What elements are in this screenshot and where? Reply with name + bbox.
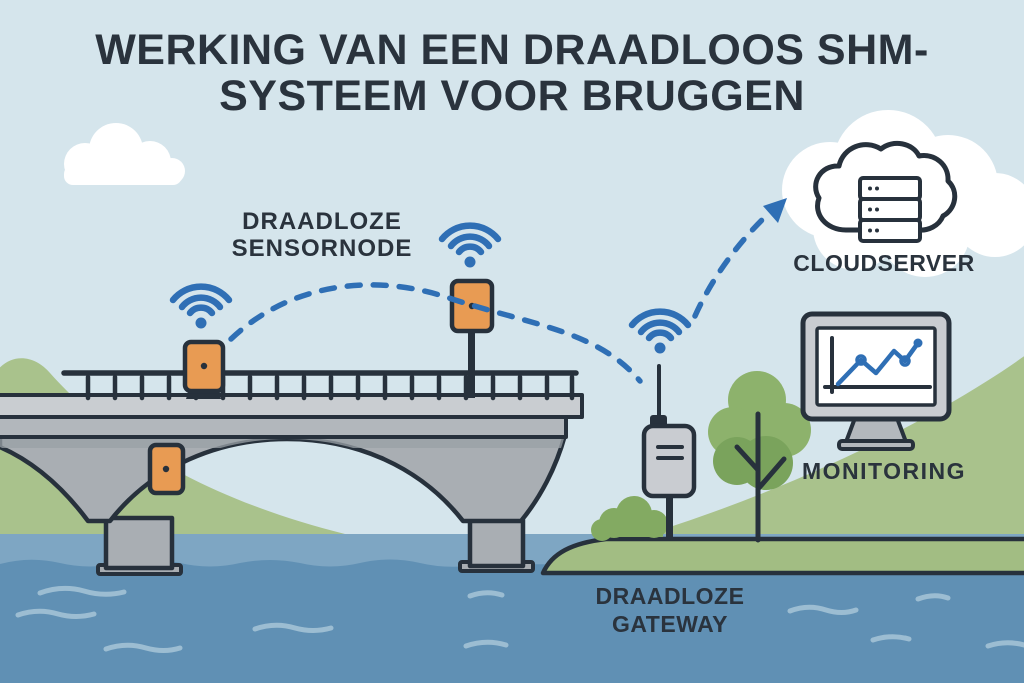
label-gateway: DRAADLOZE GATEWAY (595, 583, 745, 637)
bridge-deck (0, 393, 584, 419)
bush-icon (591, 496, 668, 541)
bridge-deck-lower (0, 414, 568, 439)
cloud-server-icon (813, 140, 958, 243)
gateway-device-icon (641, 364, 697, 540)
bridge-arches (0, 432, 568, 524)
bridge-railing (61, 370, 579, 401)
tree-icon (708, 371, 811, 543)
pier-footing (467, 517, 526, 569)
wifi-icon (632, 312, 688, 354)
bridge-illustration (0, 370, 584, 576)
dashed-arrow (692, 198, 787, 319)
monitor-chart-icon (800, 311, 952, 451)
right-hill (615, 356, 1024, 570)
server-rack (858, 176, 922, 243)
cloud-icon (64, 123, 185, 185)
label-cloud-server: CLOUDSERVER (793, 250, 975, 276)
sensor-node-icon (147, 442, 186, 496)
title-line-2: SYSTEEM VOOR BRUGGEN (219, 71, 805, 120)
page-title: WERKING VAN EEN DRAADLOOS SHM- SYSTEEM V… (0, 26, 1024, 120)
sensor-node-icon (182, 339, 226, 399)
title-line-1: WERKING VAN EEN DRAADLOOS SHM- (95, 26, 929, 74)
wifi-icon (442, 226, 498, 268)
label-monitoring: MONITORING (801, 458, 967, 484)
water-ripples (15, 556, 1024, 653)
river-bank (540, 536, 1024, 576)
label-sensor-node: DRAADLOZE SENSORNODE (231, 208, 413, 263)
pier-footing (103, 515, 175, 571)
line-chart (823, 336, 932, 394)
dashed-link (228, 282, 643, 384)
wifi-icon (173, 287, 229, 329)
